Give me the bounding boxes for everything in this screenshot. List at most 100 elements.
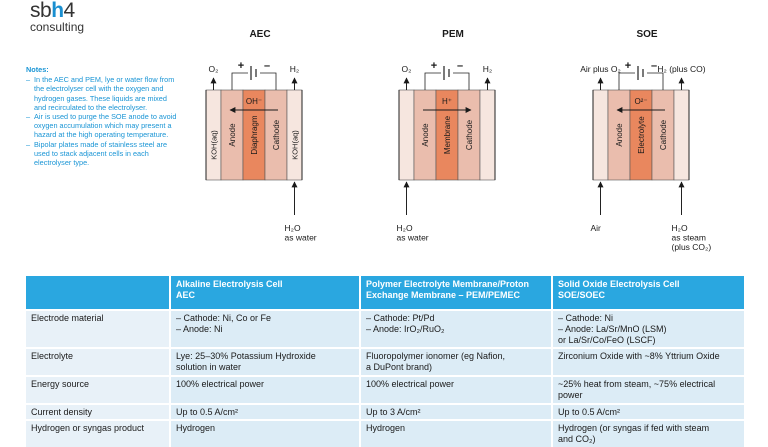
text-line: – Cathode: Pt/Pd — [366, 313, 435, 323]
text-line: Up to 3 A/cm² — [366, 406, 421, 417]
text-line: – Anode: La/Sr/MnO (LSM) — [558, 323, 667, 334]
table-row: Energy source 100% electrical power 100% e… — [26, 374, 744, 404]
right-input-label: as steam — [672, 233, 707, 243]
table-cell: – Cathode: Ni, Co or Fe– Anode: Ni — [169, 308, 360, 349]
text-line: Energy source — [31, 378, 90, 389]
anode-label: Anode — [228, 123, 237, 147]
right-output-label: H₂ (plus CO) — [657, 64, 705, 74]
right-input-label: (plus CO₂) — [672, 242, 712, 252]
right-chamber — [479, 89, 496, 181]
left-output-label: O₂ — [209, 64, 219, 74]
right-output-label: H₂ — [483, 64, 492, 74]
table-cell: – Cathode: Ni– Anode: La/Sr/MnO (LSM) or… — [551, 308, 744, 349]
left-input-label: H₂O — [397, 223, 413, 233]
left-input-label: Air — [591, 223, 602, 233]
logo-wordmark: sbh4 — [30, 0, 75, 22]
cathode-label: Cathode — [659, 119, 668, 150]
table-row: Hydrogen or syngas product Hydrogen Hydrog… — [26, 419, 744, 447]
text-line: or La/Sr/Co/FeO (LSCF) — [558, 334, 656, 345]
text-line: SOE/SOEC — [558, 289, 606, 300]
note-item: In the AEC and PEM, lye or water flow fr… — [26, 75, 181, 112]
wire — [453, 72, 470, 90]
wire — [618, 72, 635, 90]
note-item: Bipolar plates made of stainless steel a… — [26, 140, 181, 168]
table-row: Electrode material – Cathode: Ni, Co or F… — [26, 308, 744, 349]
right-chamber — [673, 89, 690, 181]
wire — [647, 72, 664, 90]
table-cell: Hydrogen — [359, 419, 552, 447]
text-line: Electrolyte — [31, 351, 74, 362]
table-cell: Fluoropolymer ionomer (eg Nafion,a DuPon… — [359, 347, 552, 376]
table-cell: – Cathode: Pt/Pd– Anode: IrO₂/RuO₂ — [359, 308, 552, 349]
text-line: Hydrogen — [176, 423, 216, 434]
left-output-label: O₂ — [402, 64, 412, 74]
ion-label: H⁺ — [442, 97, 452, 106]
cathode-label: Cathode — [272, 119, 281, 150]
text-line: a DuPont brand) — [366, 362, 433, 373]
text-line: Hydrogen or syngas product — [31, 423, 145, 434]
table-cell: Up to 0.5 A/cm² — [551, 402, 744, 421]
left-input-label: as water — [397, 233, 429, 243]
positive-terminal: + — [238, 60, 244, 72]
table-row: Electrolyte Lye: 25–30% Potassium Hydroxi… — [26, 347, 744, 376]
ion-label: O²⁻ — [634, 97, 647, 106]
logo-subtitle: consulting — [30, 20, 85, 34]
text-line: ~25% heat from steam, ~75% electrical — [558, 378, 716, 389]
anode-label: Anode — [615, 123, 624, 147]
right-output-label: H₂ — [290, 64, 299, 74]
electrolyser-diagrams: AEC Anode Diaphragm Cathode KOH(aq) KOH(aq) OH… — [205, 29, 712, 252]
text-line: – Anode: Ni — [176, 323, 223, 334]
right-chamber-label: KOH(aq) — [291, 130, 300, 160]
text-line: Exchange Membrane – PEM/PEMEC — [366, 289, 521, 300]
row-label: Hydrogen or syngas product — [26, 419, 170, 447]
positive-terminal: + — [625, 60, 631, 72]
separator-label: Membrane — [443, 115, 452, 154]
wire — [424, 72, 441, 90]
table-cell: Zirconium Oxide with ~8% Yttrium Oxide — [551, 347, 744, 376]
text-line: – Cathode: Ni — [558, 313, 614, 323]
cell-title: AEC — [249, 29, 270, 40]
text-line: and CO₂) — [558, 434, 596, 445]
right-input-label: as water — [285, 233, 317, 243]
text-line: 100% electrical power — [176, 378, 265, 389]
left-chamber — [398, 89, 415, 181]
text-line: Hydrogen (or syngas if fed with steam — [558, 423, 710, 434]
text-line: – Cathode: Ni, Co or Fe — [176, 313, 272, 323]
negative-terminal: – — [264, 60, 270, 72]
separator-label: Diaphragm — [250, 115, 259, 154]
anode-label: Anode — [421, 123, 430, 147]
text-line: power — [558, 389, 583, 400]
text-line: Zirconium Oxide with ~8% Yttrium Oxide — [558, 351, 720, 362]
ion-label: OH⁻ — [246, 97, 262, 106]
text-line: 100% electrical power — [366, 378, 455, 389]
row-label: Energy source — [26, 374, 170, 404]
right-input-label: H₂O — [285, 223, 301, 233]
positive-terminal: + — [431, 60, 437, 72]
table-header — [26, 276, 170, 310]
table-cell: 100% electrical power — [169, 374, 360, 404]
text-line: Hydrogen — [366, 423, 406, 434]
separator-label: Electrolyte — [637, 116, 646, 154]
wire — [260, 72, 277, 90]
text-line: Electrode material — [31, 313, 104, 323]
text-line: Lye: 25–30% Potassium Hydroxide — [176, 351, 316, 362]
right-input-label: H₂O — [672, 223, 688, 233]
text-line: Alkaline Electrolysis Cell — [176, 279, 283, 289]
wire — [231, 72, 248, 90]
left-chamber-label: KOH(aq) — [210, 130, 219, 160]
row-label: Electrolyte — [26, 347, 170, 376]
row-label: Electrode material — [26, 308, 170, 349]
note-item: Air is used to purge the SOE anode to av… — [26, 112, 181, 140]
negative-terminal: – — [457, 60, 463, 72]
text-line: Up to 0.5 A/cm² — [558, 406, 621, 417]
text-line: – Anode: IrO₂/RuO₂ — [366, 323, 445, 334]
text-line: Solid Oxide Electrolysis Cell — [558, 279, 680, 289]
company-logo: sbh4 consulting — [30, 0, 84, 33]
